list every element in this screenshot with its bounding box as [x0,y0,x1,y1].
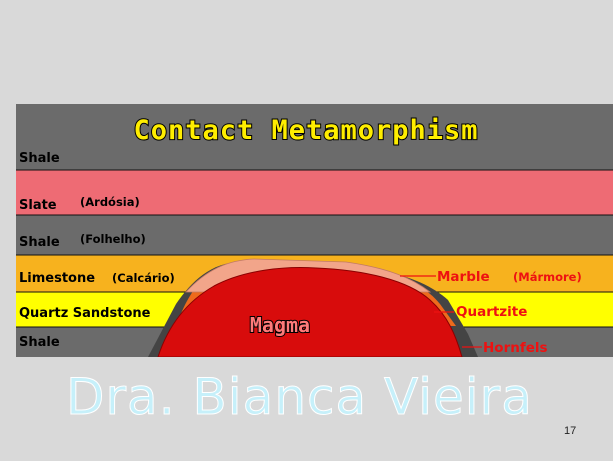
page-number: 17 [564,425,576,437]
author-watermark: Dra. Bianca Vieira [66,368,533,426]
label-slate-portuguese: (Ardósia) [80,195,140,209]
label-shale-middle: Shale [19,235,60,250]
label-slate: Slate [19,198,57,213]
label-limestone: Limestone [19,271,95,286]
label-limestone-portuguese: (Calcário) [112,271,175,285]
contact-metamorphism-diagram: Contact Metamorphism Shale Slate (Ardósi… [16,104,613,357]
label-shale-middle-portuguese: (Folhelho) [80,232,146,246]
label-shale-top: Shale [19,151,60,166]
label-shale-bottom: Shale [19,335,60,350]
label-marble-portuguese: (Mármore) [513,270,582,284]
label-hornfels: Hornfels [483,340,548,356]
diagram-title: Contact Metamorphism [133,115,478,146]
label-quartz-sandstone: Quartz Sandstone [19,306,151,321]
label-magma: Magma [250,313,310,337]
label-marble: Marble [437,269,490,285]
label-quartzite: Quartzite [456,304,527,320]
